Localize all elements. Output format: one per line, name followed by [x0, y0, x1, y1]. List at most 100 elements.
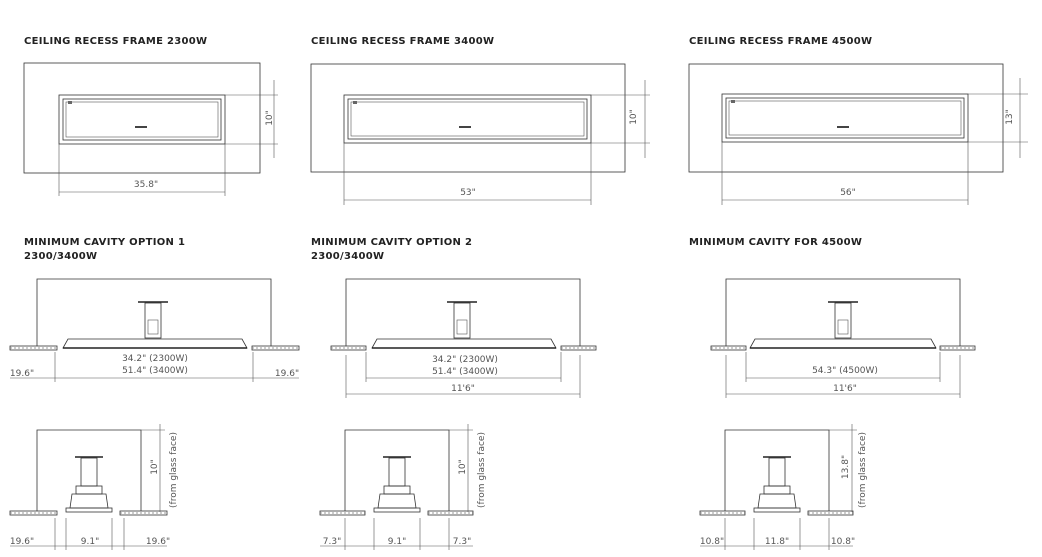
heater-logo — [459, 126, 471, 128]
heater-side-profile — [377, 493, 417, 509]
ceiling-outline — [688, 63, 1004, 173]
cavity-outline — [724, 429, 830, 512]
heater-label-3400w: 51.4" (3400W) — [122, 366, 188, 376]
bracket-slot — [837, 319, 849, 335]
bracket-slot — [456, 319, 468, 335]
center-width-label: 9.1" — [388, 537, 406, 547]
depth-label: 13.8" — [841, 455, 851, 479]
depth-label: 10" — [458, 459, 468, 475]
cavity-subtitle: 2300/3400W — [311, 251, 384, 262]
side-view-3: 13.8" (from glass face) 10.8" 11.8" 10.8… — [699, 424, 868, 550]
ceiling-left — [9, 345, 58, 351]
right-gap-label: 19.6" — [146, 537, 170, 547]
heater-label-2300w: 34.2" (2300W) — [122, 354, 188, 364]
ceiling-right — [251, 345, 300, 351]
overall-width-label: 11'6" — [833, 384, 857, 394]
depth-note: (from glass face) — [477, 432, 487, 508]
bracket-post — [453, 302, 471, 339]
heater-body — [347, 98, 588, 140]
side-view-1: 10" (from glass face) 19.6" 9.1" 19.6" — [9, 424, 179, 550]
bracket-post — [80, 457, 98, 487]
heater-logo — [837, 126, 849, 128]
heater-face — [373, 507, 421, 513]
bracket-post — [768, 457, 786, 487]
heater-side-profile — [69, 493, 109, 509]
cavity-outline — [36, 429, 142, 512]
cavity-title: MINIMUM CAVITY OPTION 1 — [24, 237, 185, 248]
ceiling-left — [319, 510, 366, 516]
bracket-post — [834, 302, 852, 339]
heater-corner-mark — [353, 101, 357, 104]
right-gap-label: 7.3" — [453, 537, 471, 547]
side-gap-left: 19.6" — [10, 369, 34, 379]
height-label: 13" — [1005, 109, 1015, 125]
height-label: 10" — [265, 110, 275, 126]
frame-title: CEILING RECESS FRAME 2300W — [24, 36, 207, 47]
ceiling-right — [807, 510, 854, 516]
bracket-clamp — [75, 485, 103, 495]
cavity-outline — [725, 278, 961, 347]
bracket-slot — [147, 319, 159, 335]
heater-face — [65, 507, 113, 513]
heater-profile — [749, 338, 937, 349]
heater-label-4500w: 54.3" (4500W) — [812, 366, 878, 376]
cavity-outline — [345, 278, 581, 347]
depth-note: (from glass face) — [169, 432, 179, 508]
bracket-clamp — [383, 485, 411, 495]
frame-3400w: CEILING RECESS FRAME 3400W 10" 53" — [310, 36, 650, 205]
frame-title: CEILING RECESS FRAME 4500W — [689, 36, 872, 47]
ceiling-right — [427, 510, 474, 516]
heater-label-3400w: 51.4" (3400W) — [432, 367, 498, 377]
cavity-option-1: MINIMUM CAVITY OPTION 1 2300/3400W 34.2"… — [9, 237, 300, 382]
cavity-option-2: MINIMUM CAVITY OPTION 2 2300/3400W 34.2"… — [311, 237, 597, 398]
heater-logo — [135, 126, 147, 128]
height-label: 10" — [629, 109, 639, 125]
ceiling-outline — [310, 63, 626, 173]
heater-body — [725, 97, 965, 139]
side-view-2: 10" (from glass face) 7.3" 9.1" 7.3" — [319, 424, 487, 550]
center-width-label: 11.8" — [765, 537, 789, 547]
cavity-outline — [36, 278, 272, 347]
depth-note: (from glass face) — [858, 432, 868, 508]
bracket-post — [144, 302, 162, 339]
cavity-title: MINIMUM CAVITY FOR 4500W — [689, 237, 862, 248]
heater-profile — [371, 338, 557, 349]
bracket-clamp — [763, 485, 791, 495]
recess-opening — [721, 93, 969, 143]
heater-profile — [62, 338, 248, 349]
left-gap-label: 7.3" — [323, 537, 341, 547]
heater-corner-mark — [731, 100, 735, 103]
cavity-outline — [344, 429, 450, 512]
cavity-subtitle: 2300/3400W — [24, 251, 97, 262]
heater-glass — [350, 101, 585, 137]
width-label: 35.8" — [134, 180, 158, 190]
cavity-title: MINIMUM CAVITY OPTION 2 — [311, 237, 472, 248]
frame-2300w: CEILING RECESS FRAME 2300W 10" 35.8" — [23, 36, 278, 196]
bracket-post — [388, 457, 406, 487]
left-gap-label: 19.6" — [10, 537, 34, 547]
side-gap-right: 19.6" — [275, 369, 299, 379]
frame-4500w: CEILING RECESS FRAME 4500W 13" 56" — [688, 36, 1028, 205]
heater-corner-mark — [68, 101, 72, 104]
heater-body — [62, 98, 222, 141]
heater-side-profile — [757, 493, 797, 509]
left-gap-label: 10.8" — [700, 537, 724, 547]
width-label: 53" — [460, 188, 476, 198]
heater-label-2300w: 34.2" (2300W) — [432, 355, 498, 365]
heater-glass — [728, 100, 962, 136]
heater-glass — [65, 101, 219, 138]
right-gap-label: 10.8" — [831, 537, 855, 547]
ceiling-outline — [23, 62, 261, 174]
center-width-label: 9.1" — [81, 537, 99, 547]
ceiling-left — [699, 510, 746, 516]
heater-face — [753, 507, 801, 513]
cavity-4500w: MINIMUM CAVITY FOR 4500W 54.3" (4500W) 1… — [689, 237, 976, 398]
overall-width-label: 11'6" — [451, 384, 475, 394]
recess-opening — [58, 94, 226, 145]
frame-title: CEILING RECESS FRAME 3400W — [311, 36, 494, 47]
depth-label: 10" — [150, 459, 160, 475]
width-label: 56" — [840, 188, 856, 198]
ceiling-left — [9, 510, 58, 516]
recess-opening — [343, 94, 592, 144]
